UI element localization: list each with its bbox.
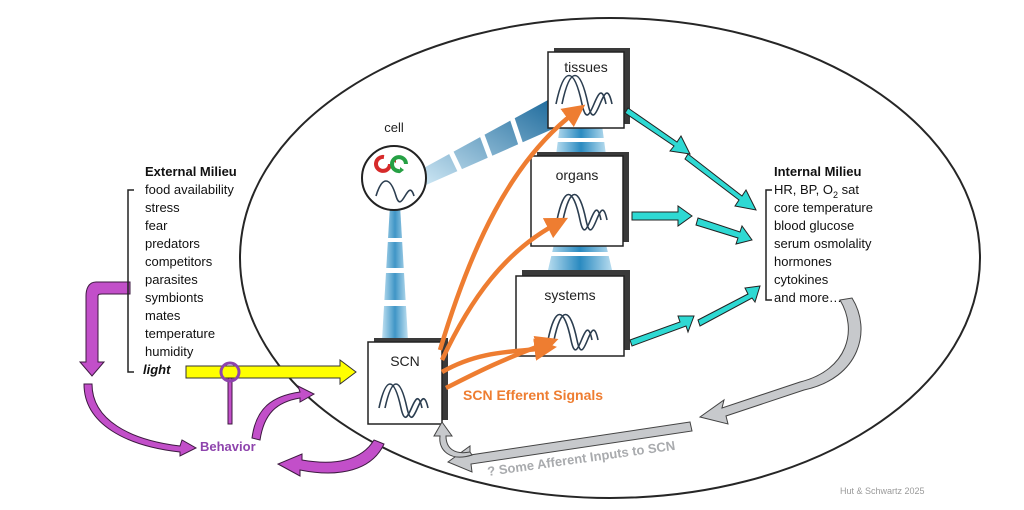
internal-milieu-title: Internal Milieu — [774, 164, 861, 179]
external-item: temperature — [145, 326, 215, 341]
external-item: predators — [145, 236, 200, 251]
internal-item: serum osmolality — [774, 236, 872, 251]
internal-item: hormones — [774, 254, 832, 269]
external-item: fear — [145, 218, 168, 233]
internal-item: cytokines — [774, 272, 829, 287]
scn-efferent-arrows — [437, 104, 586, 391]
efferent-label: SCN Efferent Signals — [463, 387, 603, 403]
external-item: competitors — [145, 254, 213, 269]
afferent-arrows — [433, 297, 862, 473]
external-item: stress — [145, 200, 180, 215]
hierarchy-connectors — [378, 100, 615, 340]
external-milieu-title: External Milieu — [145, 164, 237, 179]
internal-item: and more… — [774, 290, 842, 305]
body-ellipse — [239, 17, 981, 499]
light-label: light — [143, 362, 171, 377]
external-milieu-list: food availability stress fear predators comp… — [145, 182, 234, 359]
external-item: food availability — [145, 182, 234, 197]
external-item: parasites — [145, 272, 198, 287]
cell-rhythm-wave — [375, 180, 415, 203]
tissues-label: tissues — [564, 59, 608, 75]
internal-item: core temperature — [774, 200, 873, 215]
external-bracket — [127, 189, 134, 373]
behavior-loop — [78, 281, 385, 477]
external-item: humidity — [145, 344, 194, 359]
internal-item: blood glucose — [774, 218, 854, 233]
cell-node — [361, 145, 427, 211]
scn-box — [367, 338, 448, 425]
external-item: mates — [145, 308, 181, 323]
behavior-label: Behavior — [200, 439, 256, 454]
external-item: symbionts — [145, 290, 204, 305]
systems-label: systems — [544, 287, 595, 303]
cyan-arrows — [624, 107, 761, 347]
light-arrow — [185, 359, 357, 385]
red-cycle-icon — [374, 154, 392, 173]
organs-box — [530, 152, 629, 247]
systems-box — [515, 270, 630, 357]
scn-label: SCN — [390, 353, 420, 369]
internal-bracket — [765, 189, 772, 301]
credit-label: Hut & Schwartz 2025 — [840, 486, 925, 496]
organs-label: organs — [556, 167, 599, 183]
internal-milieu-first-line: HR, BP, O2 sat — [774, 182, 859, 200]
green-cycle-icon — [390, 155, 408, 174]
cell-label: cell — [384, 120, 404, 135]
internal-milieu-list: core temperature blood glucose serum osmol… — [774, 200, 873, 305]
